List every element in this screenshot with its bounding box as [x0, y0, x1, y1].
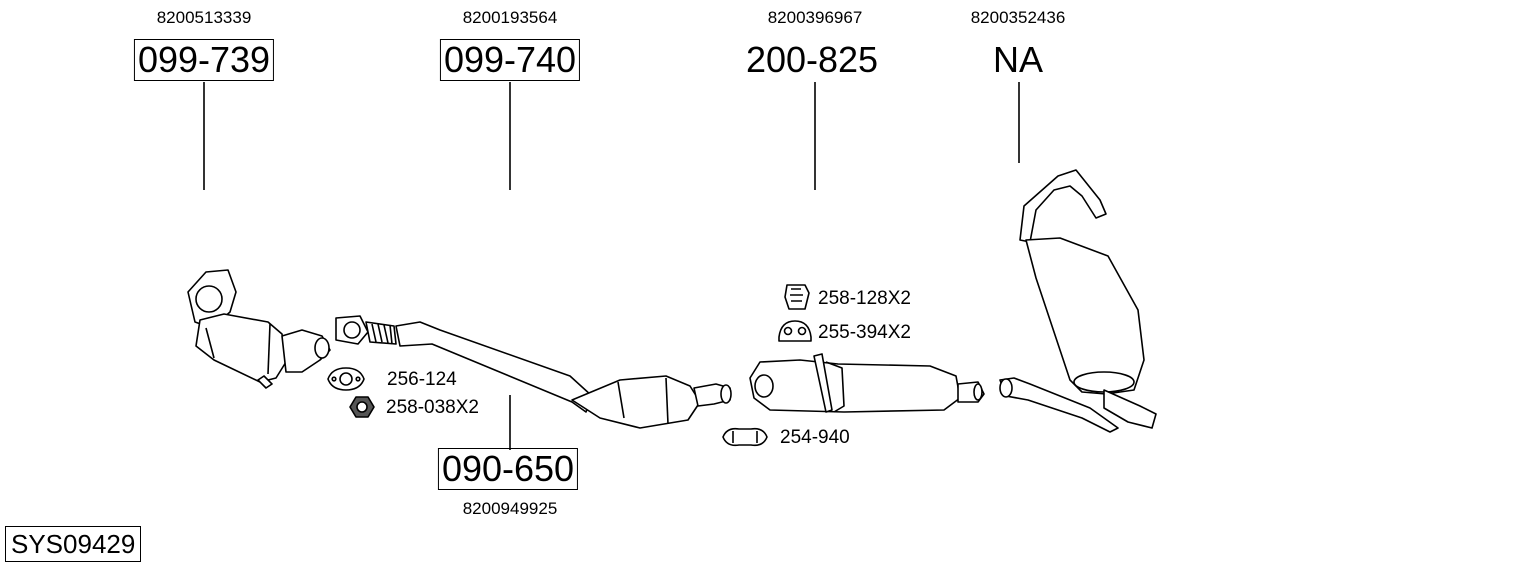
part-code-p2: 099-740 — [439, 39, 581, 81]
accessory-label-mount: 255-394X2 — [818, 322, 911, 343]
oe-number-p2: 8200193564 — [462, 8, 558, 27]
rubber-mount-icon — [778, 320, 812, 342]
accessory-label-nut: 258-038X2 — [386, 397, 479, 418]
manifold-catalyst-part — [187, 269, 331, 389]
part-code-p5: 090-650 — [437, 448, 579, 490]
part-code-p1: 099-739 — [133, 39, 275, 81]
oe-number-p3: 8200396967 — [767, 8, 863, 27]
oe-number-p5: 8200949925 — [462, 499, 558, 518]
oe-number-p1: 8200513339 — [156, 8, 252, 27]
accessory-label-gasket: 256-124 — [387, 369, 457, 390]
part-code-p4: NA — [992, 39, 1044, 80]
nut-icon — [349, 396, 375, 418]
catalytic-converter-part — [571, 375, 732, 429]
accessory-label-hanger: 258-128X2 — [818, 288, 911, 309]
rubber-hanger-icon — [784, 284, 810, 310]
part-code-p3: 200-825 — [745, 39, 879, 80]
center-silencer-part — [749, 353, 985, 413]
gasket-icon — [327, 367, 365, 391]
oe-number-p4: 8200352436 — [970, 8, 1066, 27]
accessory-label-clamp: 254-940 — [780, 427, 850, 448]
front-pipe-part — [335, 315, 593, 413]
rear-silencer-part — [999, 169, 1157, 433]
clamp-icon — [722, 427, 768, 447]
system-code-label: SYS09429 — [5, 526, 142, 562]
